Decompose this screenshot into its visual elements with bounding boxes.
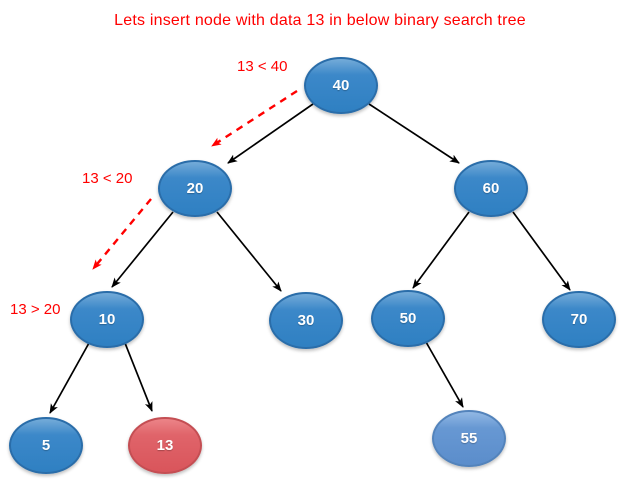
- edge-60-50: [412, 211, 470, 289]
- comparison-label-1: 13 < 40: [237, 58, 288, 75]
- edge-20-10: [111, 211, 174, 288]
- insertion-path-arrows: [92, 89, 298, 270]
- tree-node-50: 50: [371, 290, 445, 347]
- tree-node-70: 70: [542, 291, 616, 348]
- tree-node-20: 20: [158, 160, 232, 217]
- tree-node-55: 55: [432, 410, 506, 467]
- edge-20-30: [216, 211, 282, 292]
- diagram-title: Lets insert node with data 13 in below b…: [114, 12, 526, 29]
- tree-node-13: 13: [128, 417, 202, 474]
- comparison-label-3: 13 > 20: [10, 301, 61, 318]
- edge-60-70: [512, 211, 571, 291]
- tree-edges: [49, 103, 571, 414]
- tree-node-30: 30: [269, 292, 343, 349]
- tree-node-40: 40: [304, 57, 378, 114]
- edge-50-55: [425, 341, 464, 408]
- dashed-arrow-path-40-to-20: [211, 89, 298, 148]
- edge-40-20: [227, 103, 314, 164]
- dashed-arrow-path-20-to-10: [92, 198, 152, 270]
- tree-node-10: 10: [70, 291, 144, 348]
- tree-node-5: 5: [9, 417, 83, 474]
- edge-40-60: [368, 103, 460, 164]
- edge-10-13: [124, 342, 153, 412]
- comparison-label-2: 13 < 20: [82, 170, 133, 187]
- edge-10-5: [49, 342, 90, 414]
- tree-node-60: 60: [454, 160, 528, 217]
